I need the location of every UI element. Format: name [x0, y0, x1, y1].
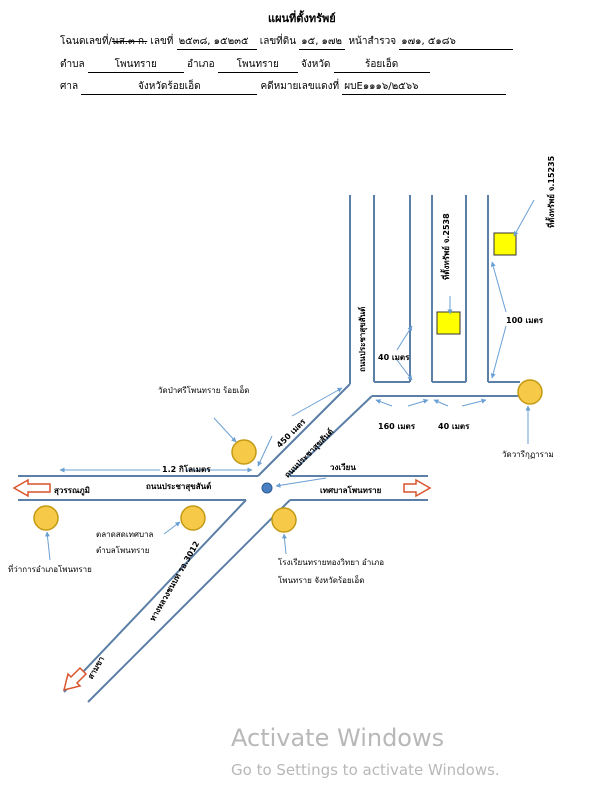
- activate-windows-title: Activate Windows: [231, 724, 445, 752]
- roundabout-label: วงเวียน: [330, 463, 356, 472]
- poi-temple-pa-marker: [231, 439, 257, 465]
- dir-label-suvarnabhumi: สุวรรณภูมิ: [54, 486, 90, 495]
- poi-district-office-label: ที่ว่าการอำเภอโพนทราย: [8, 565, 92, 574]
- poi-market-label-2: ตำบลโพนทราย: [96, 546, 150, 555]
- poi-market-label-1: ตลาดสดเทศบาล: [96, 530, 154, 539]
- land-number-label: เลขที่ดิน: [259, 36, 297, 47]
- dir-label-municipality: เทศบาลโพนทราย: [320, 486, 382, 495]
- poi-market-marker: [180, 505, 206, 531]
- province-label: จังหวัด: [300, 59, 331, 70]
- dist-1-2km: 1.2 กิโลเมตร: [162, 465, 211, 474]
- road-label-main: ถนนประชาสุขสันต์: [146, 482, 212, 491]
- roundabout-marker: [261, 482, 273, 494]
- poi-school-label-2: โพนทราย จังหวัดร้อยเอ็ด: [278, 576, 365, 585]
- dist-40m-left: 40 เมตร: [378, 353, 410, 362]
- arrow-left-suvarnabhumi: [12, 478, 51, 498]
- tambon-value: โพนทราย: [87, 57, 184, 73]
- property-15235-marker: [493, 232, 517, 256]
- road-diagonal-ne: [257, 195, 530, 477]
- header-row-court: ศาล จังหวัดร้อยเอ็ด คดีหมายเลขแดงที่ ผบE…: [60, 79, 507, 95]
- road-main-horizontal: [18, 475, 428, 501]
- survey-page-label: หน้าสำรวจ: [348, 36, 397, 47]
- property-label-2538: ที่ตั้งทรัพย์ จ.2538: [442, 213, 451, 280]
- road-label-vertical: ถนนประชาสุขสันต์: [358, 306, 367, 372]
- dist-40m-bottom: 40 เมตร: [438, 422, 470, 431]
- page-title: แผนที่ตั้งทรัพย์: [268, 12, 336, 25]
- tambon-label: ตำบล: [60, 59, 85, 70]
- activate-windows-subtitle: Go to Settings to activate Windows.: [231, 761, 500, 779]
- province-value: ร้อยเอ็ด: [333, 57, 430, 73]
- dist-160m: 160 เมตร: [378, 422, 415, 431]
- deed-number-value: ๒๕๓๘, ๑๕๒๓๕: [176, 34, 257, 50]
- header-row-deed: โฉนดเลขที่/นส.๓ ก. เลขที่ ๒๕๓๘, ๑๕๒๓๕ เล…: [60, 34, 514, 50]
- court-value: จังหวัดร้อยเอ็ด: [81, 79, 258, 95]
- property-label-15235: ที่ตั้งทรัพย์ จ.15235: [547, 155, 556, 228]
- property-2538-marker: [436, 311, 461, 335]
- case-number-label: คดีหมายเลขแดงที่: [260, 81, 340, 92]
- dist-100m: 100 เมตร: [506, 316, 543, 325]
- arrow-right-municipality: [403, 478, 432, 498]
- poi-school-label-1: โรงเรียนทรายทองวิทยา อำเภอ: [278, 558, 385, 567]
- amphoe-label: อำเภอ: [186, 59, 215, 70]
- deed-number-label: เลขที่: [150, 36, 174, 47]
- land-number-value: ๑๕, ๑๗๒: [299, 34, 346, 50]
- poi-district-office-marker: [33, 505, 59, 531]
- poi-temple-right-marker: [517, 379, 543, 405]
- poi-temple-right-label: วัดวารีกุฏาราม: [502, 450, 554, 459]
- header-row-location: ตำบล โพนทราย อำเภอ โพนทราย จังหวัด ร้อยเ…: [60, 57, 430, 73]
- court-label: ศาล: [60, 81, 79, 92]
- poi-school-marker: [271, 507, 297, 533]
- poi-temple-pa-label: วัดป่าศรีโพนทราย ร้อยเอ็ด: [158, 386, 250, 395]
- pointer-arrows: [44, 199, 535, 561]
- survey-page-value: ๑๗๑, ๕๑๘๖: [399, 34, 514, 50]
- case-number-value: ผบE๑๑๑๖/๒๕๖๖: [342, 79, 507, 95]
- amphoe-value: โพนทราย: [217, 57, 298, 73]
- arrow-sw-samkha: [62, 666, 88, 692]
- deed-label: โฉนดเลขที่/: [60, 36, 112, 47]
- road-diagonal-sw: [63, 499, 291, 703]
- deed-type-struck: นส.๓ ก.: [111, 36, 148, 47]
